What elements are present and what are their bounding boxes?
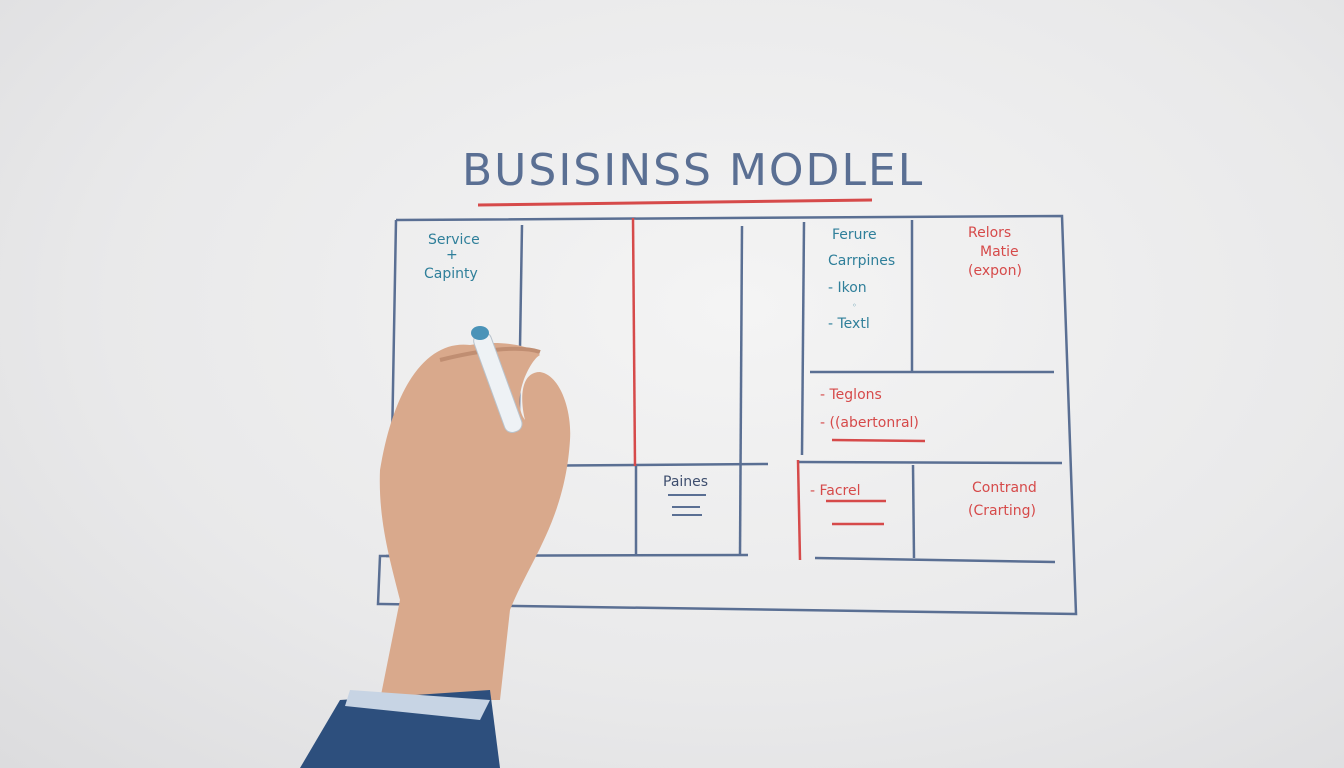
cell-text: (expon) — [968, 263, 1022, 279]
cell-text: - Ikon — [828, 280, 867, 296]
paines-underlines — [668, 494, 706, 516]
cell-text: Matie — [980, 244, 1019, 260]
cell-text: - Textl — [828, 316, 870, 332]
cell-text: - ((abertonral) — [820, 415, 919, 431]
cell-text: Ferure — [832, 227, 877, 243]
cell-text: Capinty — [424, 266, 478, 282]
cell-text: ◦ — [852, 301, 857, 310]
cell-text: Contrand — [972, 480, 1037, 496]
hand-holding-marker-icon — [300, 326, 571, 768]
cell-text: (Crarting) — [968, 503, 1036, 519]
cell-text: - Facrel — [810, 483, 861, 499]
cell-text: Carrpines — [828, 253, 895, 269]
cell-text: - Teglons — [820, 387, 882, 403]
cell-text: Relors — [968, 225, 1011, 241]
red-marker-lines — [631, 217, 926, 561]
cell-text: Service — [428, 232, 480, 248]
board-title: BUSISINSS MODLEL — [462, 145, 924, 196]
title-underline — [477, 198, 873, 207]
cell-text: Paines — [663, 474, 708, 490]
cell-text: + — [446, 247, 458, 263]
